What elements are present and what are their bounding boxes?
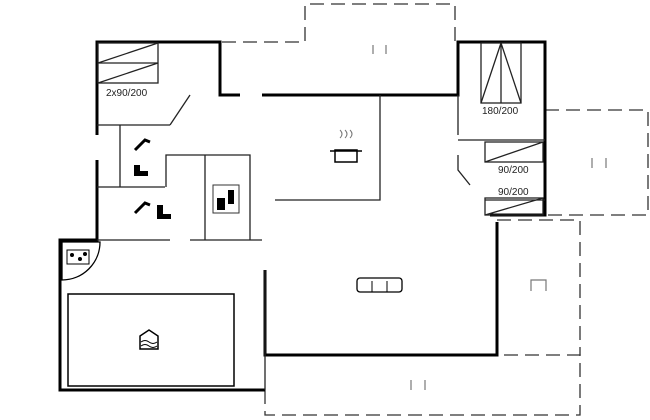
- shower-icon: [133, 138, 151, 152]
- bed-label-bedroom-3a: 90/200: [498, 165, 529, 176]
- terrace-lower-right: [497, 219, 581, 355]
- pool-icon: [67, 293, 235, 387]
- bed-2x90-200: [97, 42, 159, 84]
- washing-machine-icon: [212, 184, 240, 214]
- bed-label-bedroom-3b: 90/200: [498, 187, 529, 198]
- toilet-icon: [157, 205, 171, 219]
- bed-90-200-a: [484, 141, 544, 163]
- toilet-icon: [134, 165, 148, 176]
- kitchen-pot-icon: [330, 129, 362, 163]
- terrace-right: [545, 109, 649, 216]
- terraces: [222, 3, 649, 416]
- terrace-icon: [372, 45, 607, 390]
- sofa-icon: [356, 277, 403, 293]
- shower-icon: [133, 201, 151, 215]
- bed-180-200: [480, 42, 522, 104]
- bed-90-200-b: [484, 197, 544, 216]
- terrace-bottom: [264, 354, 581, 416]
- bed-label-bedroom-1: 2x90/200: [106, 88, 148, 99]
- terrace-top: [222, 3, 456, 43]
- bed-label-bedroom-2: 180/200: [482, 106, 519, 117]
- walls: [58, 40, 547, 392]
- hot-tub-icon: [61, 241, 101, 281]
